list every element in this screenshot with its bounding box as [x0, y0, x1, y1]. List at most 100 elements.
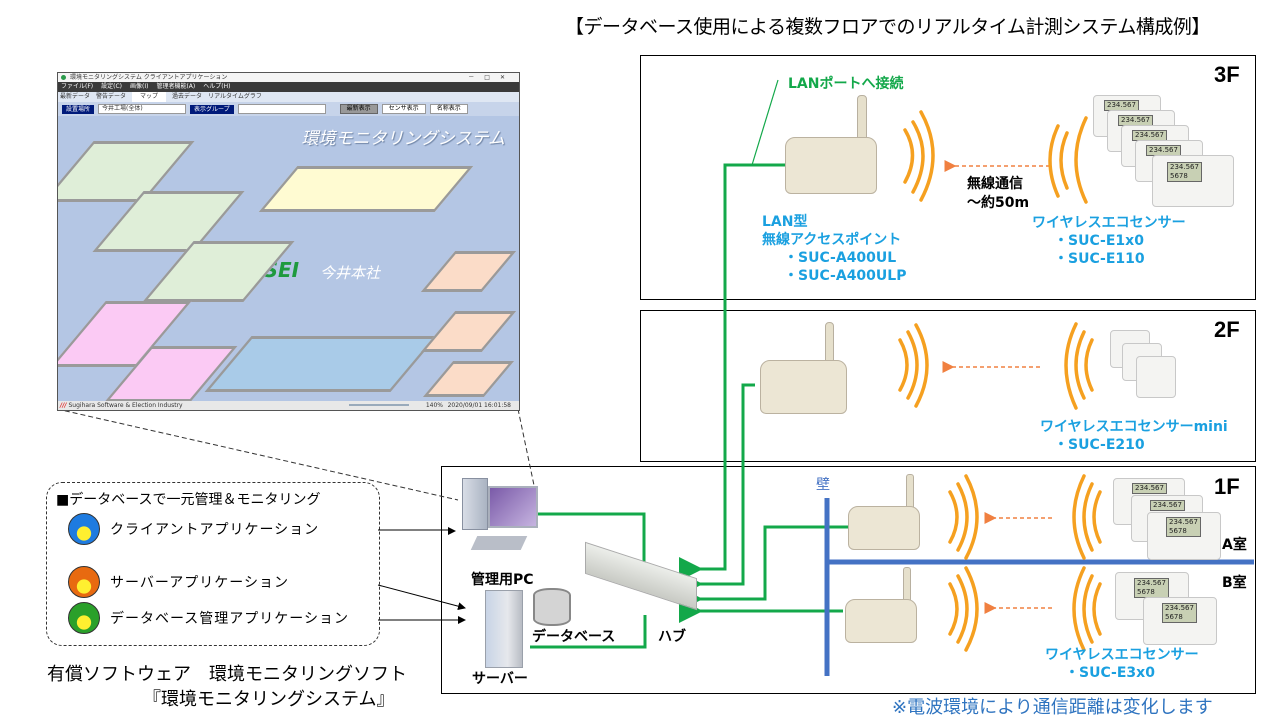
status-timestamp: 2020/09/01 16:01:58: [447, 402, 511, 409]
connector-server: [377, 584, 466, 611]
sensor-display-button[interactable]: センサ表示: [381, 104, 426, 114]
menu-admin[interactable]: 管理者機能(A): [156, 83, 196, 90]
map-title: 環境モニタリングシステム: [301, 129, 506, 149]
wave-sensor-1f-a: [1072, 474, 1102, 560]
wave-ap-3f: [903, 110, 935, 202]
status-company: Sugihara Software & Election Industry: [68, 402, 183, 409]
pc-tower: [462, 478, 488, 530]
wave-sensor-2f: [1064, 322, 1094, 410]
sensor-lcd: 234.567: [1132, 483, 1167, 494]
status-logo: ///: [60, 402, 67, 409]
legend-client-label: クライアントアプリケーション: [110, 522, 320, 538]
menu-image[interactable]: 画像(I): [130, 83, 149, 90]
server-label: サーバー: [472, 671, 528, 687]
wave-ap-1f-a: [948, 474, 979, 560]
lan-line-pc: [533, 512, 646, 563]
window-controls[interactable]: －□✕: [468, 74, 515, 81]
zoom-level: 140%: [425, 402, 443, 409]
database-icon: [533, 588, 571, 626]
legend-item-client: クライアントアプリケーション: [68, 513, 319, 545]
app-status-bar: /// Sugihara Software & Election Industr…: [58, 401, 519, 410]
legend-title: ■データベースで一元管理＆モニタリング: [56, 492, 321, 508]
name-display-button[interactable]: 名称表示: [429, 104, 468, 114]
lcd-line-1: 234.567: [1165, 604, 1194, 612]
ap-model-1: ・SUC-A400UL: [784, 250, 897, 266]
wall-label: 壁: [816, 477, 830, 493]
legend-item-server: サーバーアプリケーション: [68, 566, 289, 598]
sensor-label-3f: ワイヤレスエコセンサー ・SUC-E1x0 ・SUC-E110: [1032, 214, 1186, 268]
ap-label-3f: LAN型 無線アクセスポイント ・SUC-A400UL ・SUC-A400ULP: [762, 213, 906, 285]
zoom-slider[interactable]: [349, 404, 409, 406]
hub-label: ハブ: [658, 629, 686, 645]
area-kita-kojo: [258, 166, 474, 212]
legend-item-db: データベース管理アプリケーション: [68, 602, 349, 634]
app-window-title: 環境モニタリングシステム クライアントアプリケーション: [70, 74, 228, 81]
area-jimu-1f: [422, 361, 515, 397]
access-point-3f: [785, 95, 885, 195]
zoom-line-right: [517, 408, 536, 491]
lcd-line-1: 234.567: [1170, 163, 1199, 171]
ap-name: 無線アクセスポイント: [762, 232, 902, 248]
lan-line-3f: [679, 163, 785, 581]
wave-sensor-1f-b: [1072, 566, 1102, 652]
group-select[interactable]: [237, 104, 326, 114]
group-button[interactable]: 表示グループ: [190, 104, 234, 114]
footer-line-1: 有償ソフトウェア 環境モニタリングソフト: [47, 664, 407, 685]
legend-box: [46, 482, 380, 646]
tab-latest[interactable]: 最新データ: [60, 93, 91, 100]
pc-monitor: [488, 486, 538, 528]
db-app-icon: [68, 602, 100, 634]
sensor-mini-model: ・SUC-E210: [1054, 437, 1145, 453]
pc-label: 管理用PC: [471, 572, 534, 588]
sensor-e3-model: ・SUC-E3x0: [1065, 665, 1155, 681]
diagram-title: 【データベース使用による複数フロアでのリアルタイム計測システム構成例】: [565, 16, 1210, 38]
room-b-label: B室: [1222, 575, 1247, 591]
access-point-1f-a: [848, 474, 928, 554]
app-toolbar: 設置場所 今井工場(全体) 表示グループ 最新表示 センサ表示 名称表示: [58, 102, 519, 116]
lcd-line-1: 234.567: [1137, 579, 1166, 587]
floor-1f-label: 1F: [1214, 474, 1240, 499]
area-jimu-2f: [420, 311, 517, 352]
sensor-label-2f: ワイヤレスエコセンサーmini ・SUC-E210: [1040, 418, 1228, 454]
zoom-line-left: [56, 408, 459, 501]
sensor-mini-name: ワイヤレスエコセンサーmini: [1040, 419, 1228, 435]
tab-realtime-graph[interactable]: リアルタイムグラフ: [208, 93, 262, 100]
wireless-label: 無線通信: [967, 176, 1023, 192]
client-app-icon: [68, 513, 100, 545]
sensor-mini-device: [1136, 356, 1176, 398]
menu-file[interactable]: ファイル(F): [61, 83, 94, 90]
lan-line-server: [530, 615, 647, 649]
location-button[interactable]: 設置場所: [62, 104, 95, 114]
sensor-e3-name: ワイヤレスエコセンサー: [1045, 647, 1199, 663]
footer-line-2: 『環境モニタリングシステム』: [143, 689, 395, 710]
lcd-line-2: 5678: [1165, 613, 1183, 621]
floor-2f-label: 2F: [1214, 317, 1240, 342]
floor-3f-label: 3F: [1214, 62, 1240, 87]
lan-line-1f-a: [679, 525, 850, 611]
wave-ap-2f: [898, 323, 929, 408]
tab-map[interactable]: マップ: [132, 92, 167, 102]
wave-sensor-3f: [1048, 116, 1088, 204]
ap-type: LAN型: [762, 214, 808, 230]
tab-history[interactable]: 過去データ: [172, 93, 203, 100]
location-select[interactable]: 今井工場(全体): [98, 104, 187, 114]
access-point-1f-b: [845, 567, 925, 647]
room-a-label: A室: [1222, 537, 1247, 553]
menu-settings[interactable]: 設定(C): [101, 83, 123, 90]
lcd-line-2: 5678: [1137, 588, 1155, 596]
tab-warnings[interactable]: 警告データ: [96, 93, 127, 100]
lan-line-2f: [679, 383, 755, 596]
refresh-button[interactable]: 最新表示: [339, 104, 378, 114]
menu-help[interactable]: ヘルプ(H): [203, 83, 231, 90]
app-tabs: 最新データ 警告データ マップ 過去データ リアルタイムグラフ: [58, 92, 519, 102]
sensor-name: ワイヤレスエコセンサー: [1032, 215, 1186, 231]
wave-ap-1f-b: [948, 566, 979, 652]
lcd-line-2: 5678: [1170, 172, 1188, 180]
app-title-bar: 環境モニタリングシステム クライアントアプリケーション －□✕: [58, 73, 519, 82]
